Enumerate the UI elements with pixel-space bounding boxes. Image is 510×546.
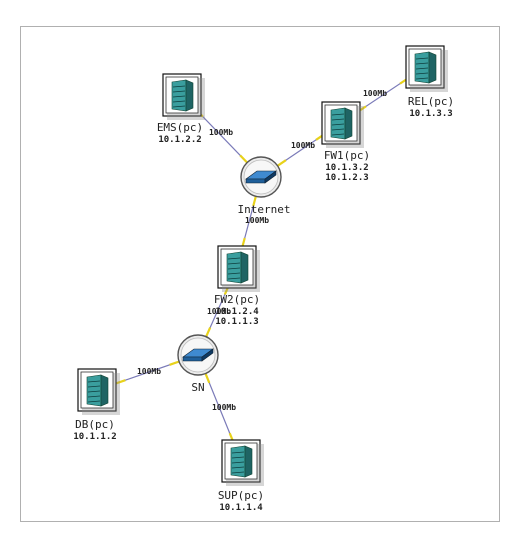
server-stripe	[331, 128, 345, 131]
node-ip-label: 10.1.3.3	[409, 109, 452, 119]
server-side	[344, 107, 353, 140]
node-name-label: SN	[191, 381, 204, 394]
nodes-layer: EMS(pc)10.1.2.2REL(pc)10.1.3.3FW1(pc)10.…	[73, 45, 454, 513]
node-name-label: EMS(pc)	[157, 121, 203, 134]
server-stripe	[227, 277, 241, 280]
server-side	[428, 51, 437, 84]
node-name-label: FW2(pc)	[214, 293, 260, 306]
node-ems[interactable]: EMS(pc)10.1.2.2	[157, 73, 205, 145]
server-side	[185, 79, 194, 112]
switch-front	[245, 178, 266, 184]
node-name-label: REL(pc)	[408, 95, 454, 108]
server-stripe	[331, 118, 345, 121]
node-internet[interactable]: Internet	[238, 156, 291, 216]
node-name-label: FW1(pc)	[324, 149, 370, 162]
server-stripe	[415, 72, 429, 75]
node-db[interactable]: DB(pc)10.1.1.2	[73, 368, 120, 442]
node-ip-label: 10.1.3.2	[325, 163, 368, 173]
server-stripe	[231, 456, 245, 459]
node-sn[interactable]: SN	[177, 334, 219, 394]
bandwidth-label: 100Mb	[245, 216, 269, 225]
server-stripe	[172, 100, 186, 103]
switch-side	[201, 348, 214, 362]
server-stripe	[172, 95, 186, 98]
node-name-label: DB(pc)	[75, 418, 115, 431]
server-stripe	[87, 385, 101, 388]
bandwidth-label: 100Mb	[363, 89, 387, 98]
server-stripe	[231, 471, 245, 474]
server-stripe	[231, 461, 245, 464]
node-fw1[interactable]: FW1(pc)10.1.3.210.1.2.3	[321, 101, 370, 183]
node-name-label: Internet	[238, 203, 291, 216]
bandwidth-label: 100Mb	[209, 128, 233, 137]
node-sup[interactable]: SUP(pc)10.1.1.4	[218, 439, 264, 513]
node-fw2[interactable]: FW2(pc)10.1.2.410.1.1.3	[214, 245, 260, 327]
server-stripe	[227, 257, 241, 260]
bandwidth-label: 100Mb	[207, 307, 231, 316]
server-stripe	[87, 390, 101, 393]
bandwidth-label: 100Mb	[212, 403, 236, 412]
server-stripe	[172, 105, 186, 108]
server-stripe	[87, 380, 101, 383]
server-side	[100, 374, 109, 407]
server-stripe	[415, 77, 429, 80]
network-topology-diagram: 100Mb 100Mb 100Mb 100Mb 100Mb 100Mb 100Mb EMS(…	[73, 45, 454, 513]
server-stripe	[227, 262, 241, 265]
server-stripe	[331, 133, 345, 136]
node-ip-label: 10.1.1.3	[215, 317, 258, 327]
server-stripe	[415, 67, 429, 70]
node-ip-label: 10.1.2.3	[325, 173, 368, 183]
server-stripe	[172, 85, 186, 88]
node-ip-label: 10.1.2.2	[158, 135, 201, 145]
diagram-frame: 100Mb 100Mb 100Mb 100Mb 100Mb 100Mb 100Mb EMS(…	[20, 26, 500, 522]
node-ip-label: 10.1.1.4	[219, 503, 263, 513]
bandwidth-label: 100Mb	[137, 367, 161, 376]
server-stripe	[331, 113, 345, 116]
server-stripe	[415, 57, 429, 60]
server-stripe	[331, 123, 345, 126]
server-stripe	[231, 466, 245, 469]
server-stripe	[227, 272, 241, 275]
node-rel[interactable]: REL(pc)10.1.3.3	[405, 45, 454, 119]
switch-side	[264, 170, 277, 184]
server-side	[244, 445, 253, 478]
server-stripe	[87, 395, 101, 398]
bandwidth-label: 100Mb	[291, 141, 315, 150]
node-ip-label: 10.1.2.4	[215, 307, 259, 317]
node-ip-label: 10.1.1.2	[73, 432, 116, 442]
switch-front	[182, 356, 203, 362]
server-stripe	[227, 267, 241, 270]
server-stripe	[172, 90, 186, 93]
server-stripe	[87, 400, 101, 403]
node-name-label: SUP(pc)	[218, 489, 264, 502]
server-stripe	[415, 62, 429, 65]
server-stripe	[231, 451, 245, 454]
server-side	[240, 251, 249, 284]
links-layer: 100Mb 100Mb 100Mb 100Mb 100Mb 100Mb 100Mb	[96, 66, 426, 462]
